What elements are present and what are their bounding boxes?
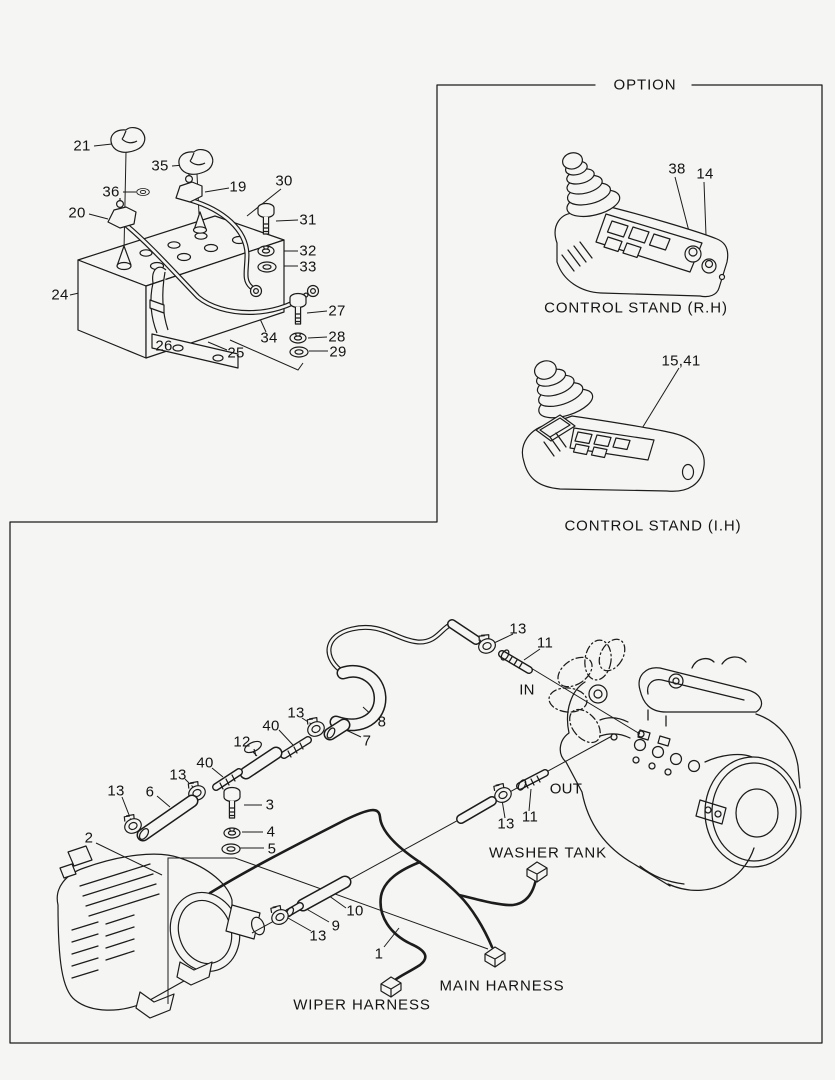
callout-21-0: 21: [73, 137, 91, 155]
caption-stand-rh: CONTROL STAND (R.H): [541, 300, 731, 316]
callout-40-24: 40: [262, 717, 280, 735]
callout-9-37: 9: [331, 917, 341, 935]
callout-34-12: 34: [260, 329, 278, 347]
callout-10-36: 10: [346, 902, 364, 920]
callout-19-3: 19: [229, 178, 247, 196]
callout-29-15: 29: [329, 343, 347, 361]
control-stand-ih: [521, 360, 705, 492]
callout-11-34: 11: [521, 808, 539, 826]
callout-7-22: 7: [362, 732, 372, 750]
washer-lines: [95, 619, 641, 1004]
callout-40-26: 40: [196, 754, 214, 772]
callout-33-8: 33: [299, 258, 317, 276]
callout-11-20: 11: [536, 634, 554, 652]
battery-assembly: [69, 126, 328, 371]
callout-28-14: 28: [328, 328, 346, 346]
callout-13-38: 13: [309, 927, 327, 945]
callout-13-27: 13: [169, 766, 187, 784]
callout-27-13: 27: [328, 302, 346, 320]
caption-washer-tank: WASHER TANK: [489, 844, 607, 862]
callout-38-16: 38: [668, 160, 686, 178]
callout-20-5: 20: [68, 204, 86, 222]
callout-12-25: 12: [233, 733, 251, 751]
callout-13-23: 13: [287, 704, 305, 722]
callout-1-39: 1: [374, 945, 384, 963]
engine: [548, 638, 802, 892]
wiper-harness: [208, 808, 548, 998]
callout-5-32: 5: [267, 840, 277, 858]
callout-8-21: 8: [377, 713, 387, 731]
callout-4-31: 4: [266, 823, 276, 841]
callout-25-11: 25: [227, 344, 245, 362]
callout-13-35: 13: [497, 815, 515, 833]
washer-tank: [56, 845, 266, 1019]
callout-3-30: 3: [265, 796, 275, 814]
caption-stand-ih: CONTROL STAND (I.H): [561, 518, 745, 534]
port-label-in: IN: [519, 681, 535, 699]
caption-wiper-harness: WIPER HARNESS: [293, 996, 431, 1014]
callout-30-4: 30: [275, 172, 293, 190]
callout-13-29: 13: [107, 782, 125, 800]
callout-6-28: 6: [145, 783, 155, 801]
callout-26-10: 26: [155, 337, 173, 355]
callout-2-33: 2: [84, 829, 94, 847]
control-stand-rh: [554, 152, 729, 298]
callout-36-2: 36: [102, 183, 120, 201]
section-borders: [9, 84, 823, 1044]
callout-32-7: 32: [299, 242, 317, 260]
callout-24-9: 24: [51, 286, 69, 304]
callout-31-6: 31: [299, 211, 317, 229]
option-title: OPTION: [610, 77, 680, 93]
callout-15,41-18: 15,41: [661, 352, 701, 370]
port-label-out: OUT: [549, 780, 583, 798]
callout-14-17: 14: [696, 165, 714, 183]
caption-main-harness: MAIN HARNESS: [439, 977, 565, 995]
callout-35-1: 35: [151, 157, 169, 175]
callout-13-19: 13: [509, 620, 527, 638]
